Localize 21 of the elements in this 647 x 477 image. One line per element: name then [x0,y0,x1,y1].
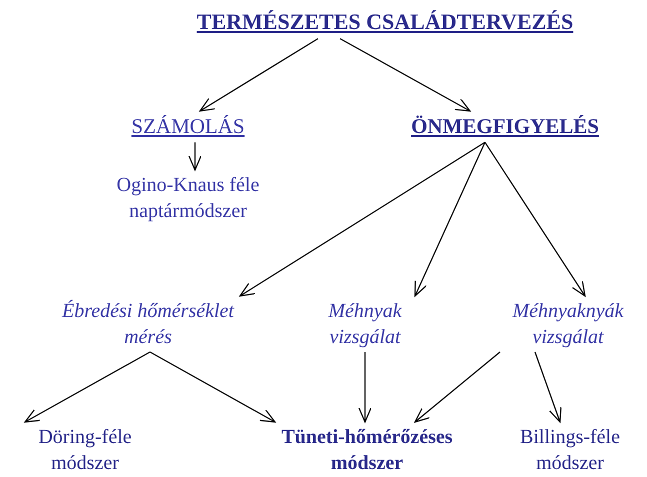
arrow [358,352,372,423]
arrow [150,351,276,423]
heading: TERMÉSZETES CSALÁDTERVEZÉS [196,8,574,36]
arrow [340,38,471,112]
method-label: Ébredési hőmérséklet mérés [60,298,236,350]
arrow [188,142,202,171]
method-label: Méhnyak vizsgálat [327,299,403,350]
method-label: Méhnyaknyák vizsgálat [511,299,625,350]
arrow [484,142,586,297]
method-label: Döring-féle módszer [37,425,133,476]
arrow [414,352,500,423]
arrow [239,142,486,297]
arrow [534,352,562,423]
category-label: SZÁMOLÁS [131,113,245,140]
method-label: Billings-féle módszer [519,425,621,476]
category-label: ÖNMEGFIGYELÉS [411,113,599,140]
method-label: Ogino-Knaus féle naptármódszer [116,173,260,224]
method-label: Tüneti-hőmérőzéses módszer [280,425,454,476]
arrow [414,142,486,297]
arrow [24,351,150,423]
arrow [199,38,318,112]
